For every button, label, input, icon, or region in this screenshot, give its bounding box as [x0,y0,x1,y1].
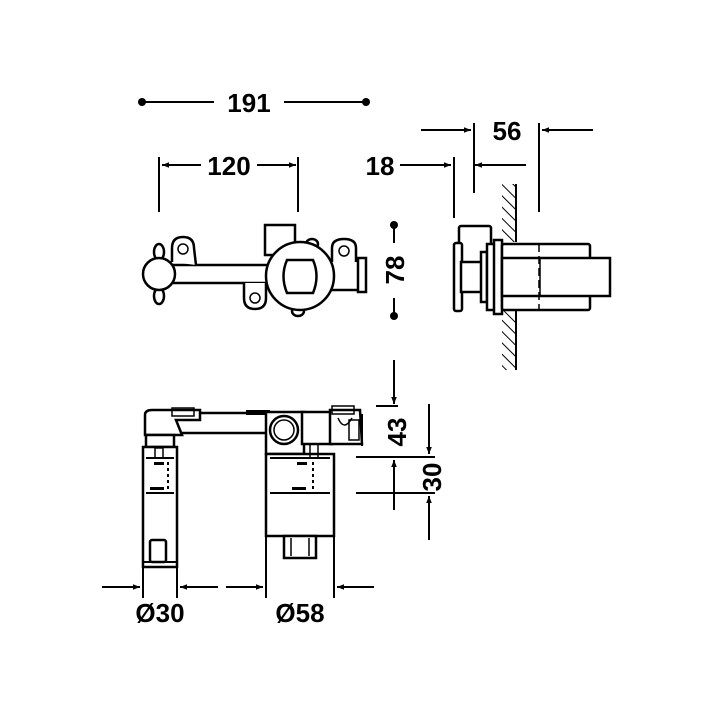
dimension-120: 120 [158,151,299,212]
dim-label-43: 43 [382,418,412,447]
dim-label-120: 120 [207,151,250,181]
dimension-191: 191 [138,88,370,118]
dimension-56: 56 [421,116,593,212]
top-view [141,405,364,598]
dimension-diameter-30: Ø30 [102,584,218,628]
dim-label-191: 191 [227,88,270,118]
dimension-78: 78 [380,221,410,320]
dim-label-diameter-30: Ø30 [135,598,184,628]
dim-label-18: 18 [366,151,395,181]
dimension-43: 43 [356,360,435,510]
dimension-30: 30 [356,404,447,540]
dim-label-56: 56 [493,116,522,146]
dim-label-30: 30 [417,463,447,492]
dot-marker-icon [362,98,370,106]
left-inlet [141,256,177,292]
dim-label-78: 78 [380,256,410,285]
dim-label-diameter-58: Ø58 [275,598,324,628]
side-view-wall-section [452,184,612,370]
front-view [141,223,368,318]
dimension-18: 18 [366,151,526,218]
large-cylinder [264,452,336,538]
dimension-diameter-58: Ø58 [226,584,374,628]
cartridge-hex [282,258,318,295]
dot-marker-icon [390,312,398,320]
